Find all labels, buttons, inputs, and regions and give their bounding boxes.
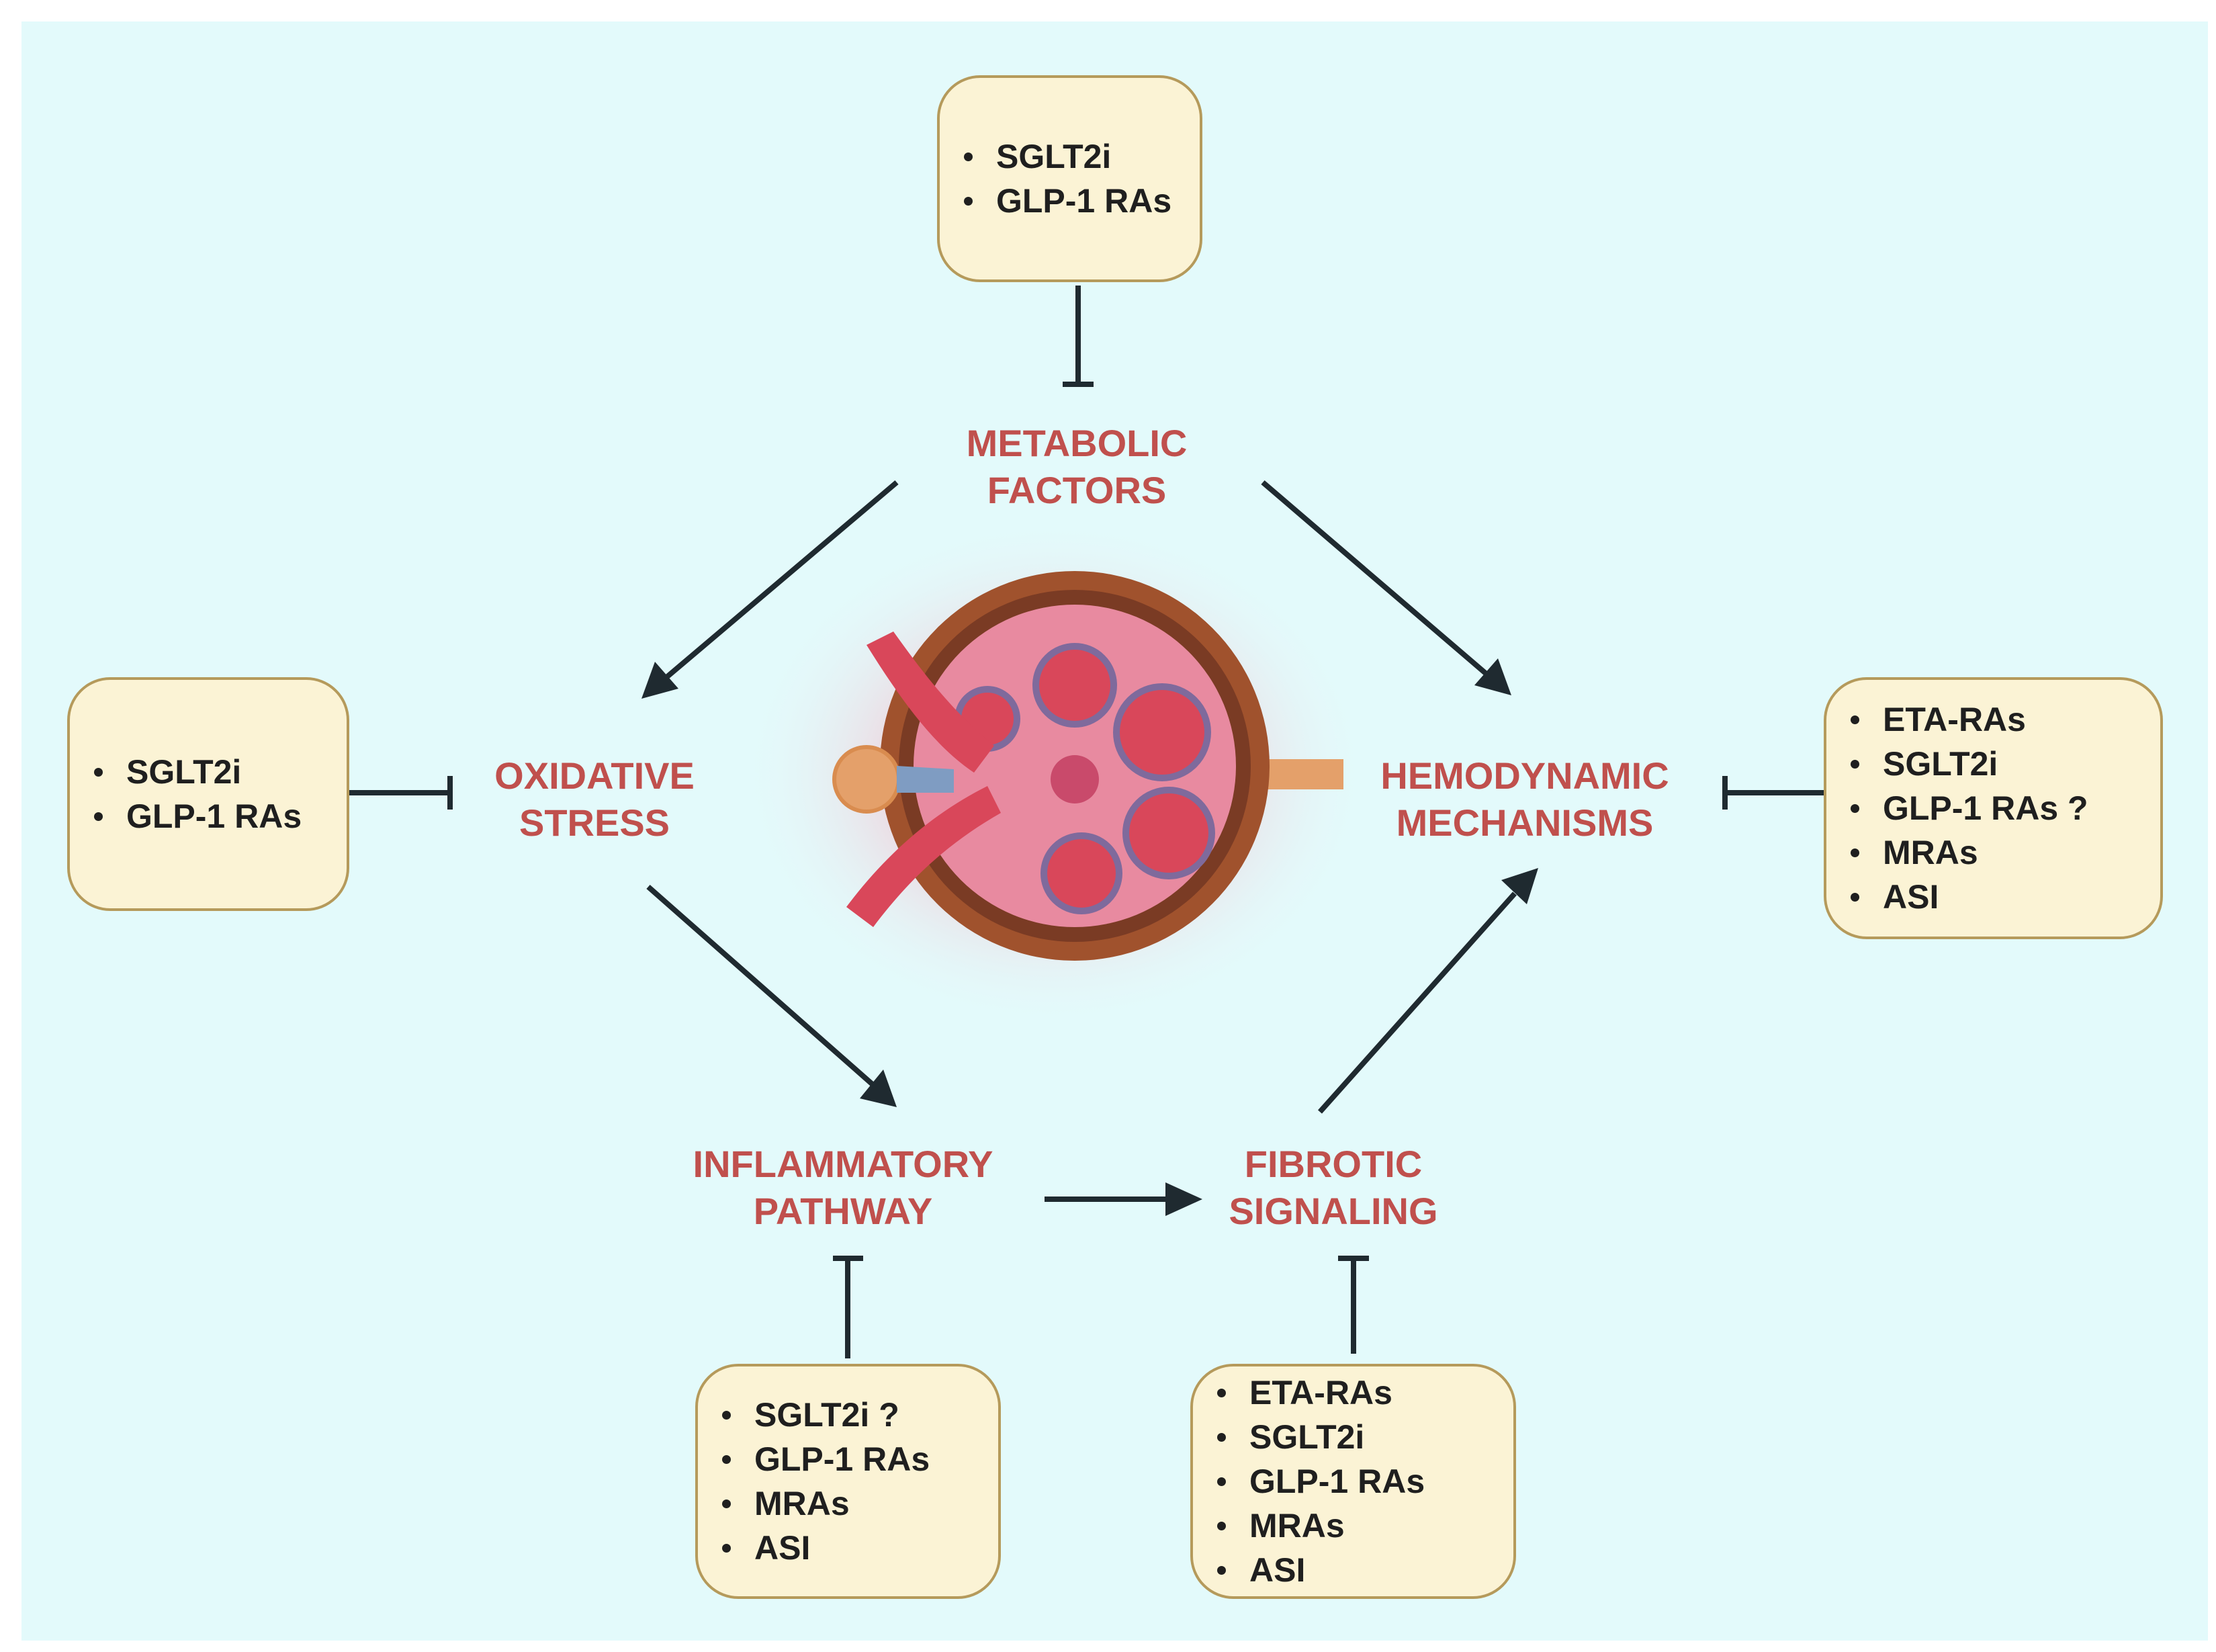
label-inflammatory-pathway: INFLAMMATORY PATHWAY <box>693 1143 993 1232</box>
inhibit-fibrotic <box>1338 1256 1369 1354</box>
drug-item: MRAs <box>1216 1504 1425 1548</box>
drug-item: ASI <box>1851 875 2088 919</box>
drug-box-fibrotic: ETA-RAs SGLT2i GLP-1 RAs MRAs ASI <box>1190 1364 1516 1599</box>
arrow-metabolic-to-oxidative <box>641 480 899 699</box>
label-fibrotic-signaling: FIBROTIC SIGNALING <box>1229 1143 1438 1232</box>
drug-item: ASI <box>721 1526 930 1570</box>
drug-item: ASI <box>1216 1548 1425 1592</box>
drug-box-hemodynamic: ETA-RAs SGLT2i GLP-1 RAs ? MRAs ASI <box>1824 677 2163 939</box>
drug-item: GLP-1 RAs <box>1216 1459 1425 1504</box>
arrow-oxidative-to-inflammatory <box>646 884 897 1107</box>
label-metabolic-factors: METABOLIC FACTORS <box>966 422 1188 511</box>
drug-item: SGLT2i <box>93 750 302 794</box>
kidney-glomerulus-icon <box>739 517 1370 1028</box>
drug-item: ETA-RAs <box>1851 697 2088 742</box>
drug-item: GLP-1 RAs <box>93 794 302 838</box>
drug-item: SGLT2i <box>1851 742 2088 786</box>
drug-item: GLP-1 RAs <box>963 179 1171 223</box>
drug-box-inflammatory: SGLT2i ? GLP-1 RAs MRAs ASI <box>695 1364 1001 1599</box>
inhibit-inflammatory <box>833 1256 863 1358</box>
drug-box-oxidative: SGLT2i GLP-1 RAs <box>67 677 349 911</box>
drug-item: MRAs <box>721 1481 930 1526</box>
label-hemodynamic-mechanisms: HEMODYNAMIC MECHANISMS <box>1380 754 1669 844</box>
drug-item: MRAs <box>1851 830 2088 875</box>
drug-box-metabolic: SGLT2i GLP-1 RAs <box>937 75 1202 282</box>
drug-item: SGLT2i <box>963 134 1171 179</box>
arrow-inflammatory-to-fibrotic <box>1045 1182 1202 1216</box>
drug-item: ETA-RAs <box>1216 1371 1425 1415</box>
inhibit-hemodynamic <box>1722 776 1824 810</box>
arrow-metabolic-to-hemodynamic <box>1261 480 1511 695</box>
drug-item: GLP-1 RAs ? <box>1851 786 2088 830</box>
label-oxidative-stress: OXIDATIVE STRESS <box>494 754 695 844</box>
arrow-fibrotic-to-hemodynamic <box>1318 868 1538 1114</box>
drug-item: GLP-1 RAs <box>721 1437 930 1481</box>
inhibit-oxidative <box>349 776 453 810</box>
drug-item: SGLT2i <box>1216 1415 1425 1459</box>
drug-item: SGLT2i ? <box>721 1393 930 1437</box>
inhibit-metabolic <box>1063 286 1094 387</box>
